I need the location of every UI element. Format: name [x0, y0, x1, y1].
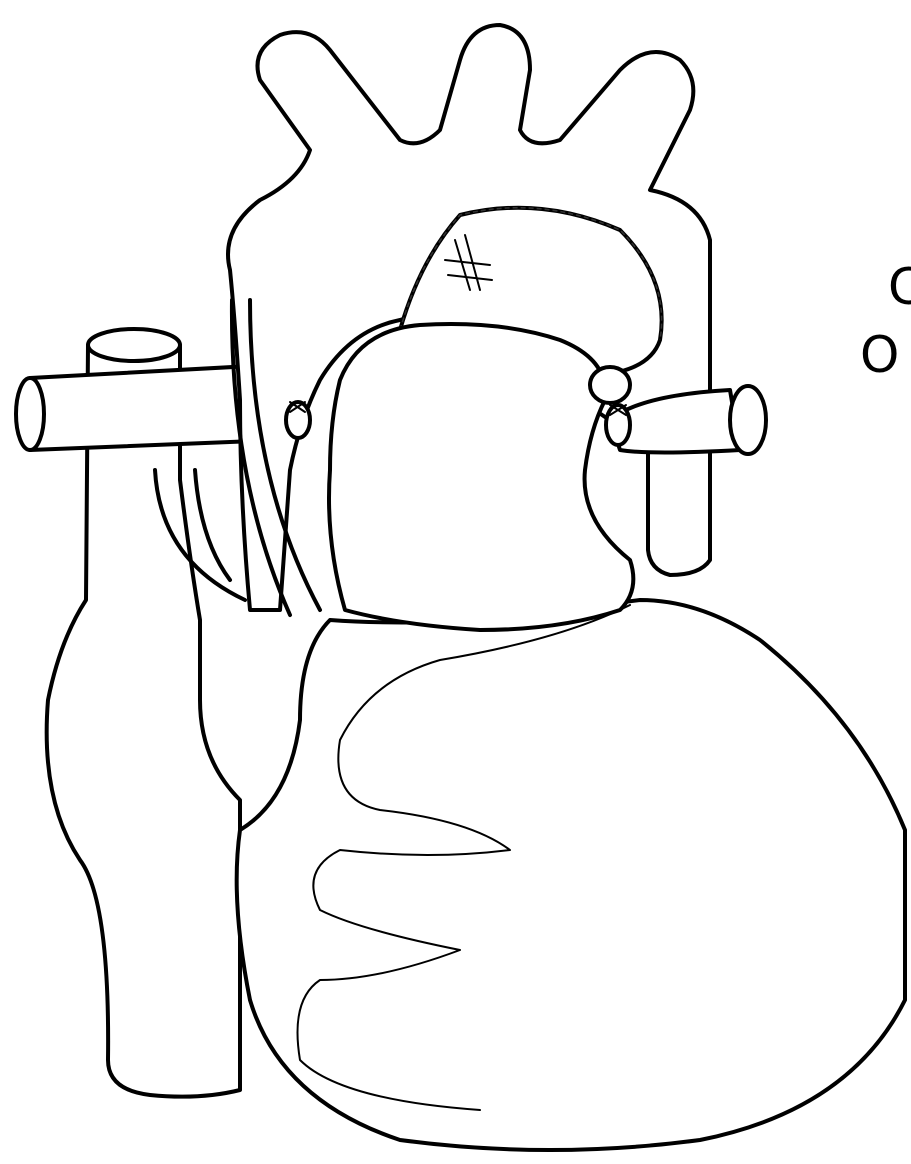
label-bottom: O: [860, 330, 899, 380]
pulmonary-trunk: [329, 324, 633, 630]
label-top: C: [888, 262, 911, 312]
ligature-clip-right: [286, 402, 310, 438]
vessel-left-2: [195, 470, 230, 580]
ventricle: [237, 600, 905, 1150]
